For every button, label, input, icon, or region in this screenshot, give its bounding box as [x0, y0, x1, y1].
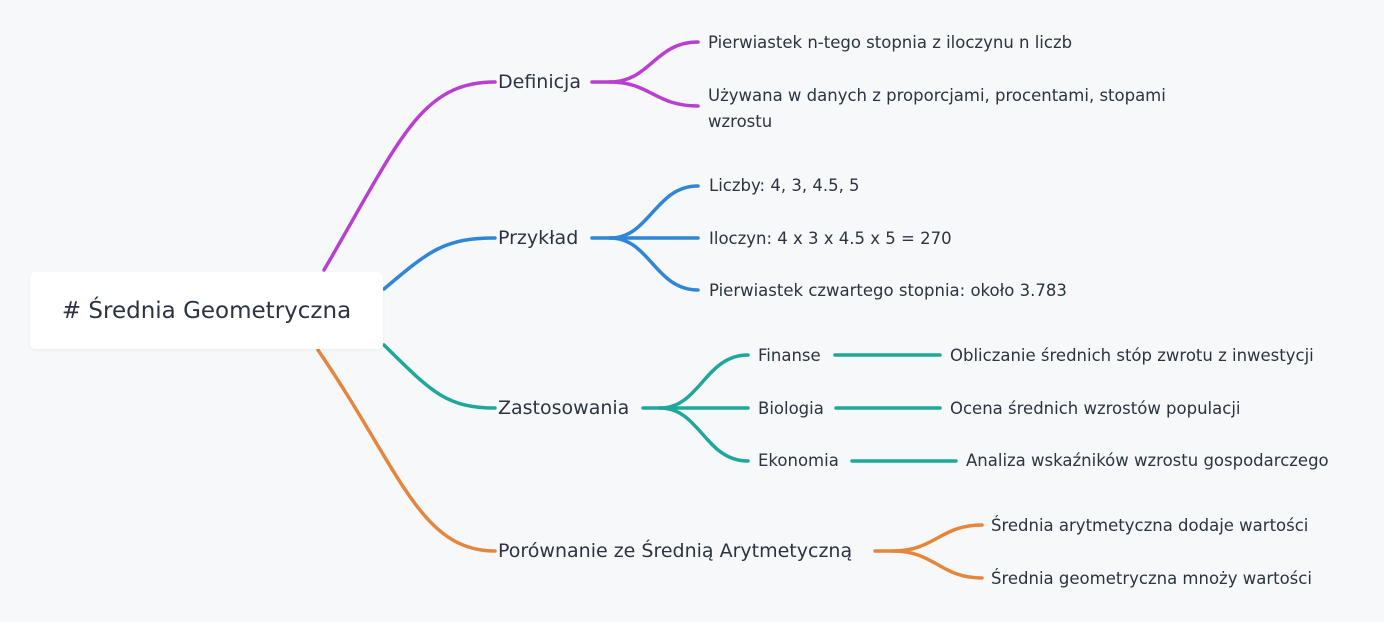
edge-zastosowania-child-3: [658, 406, 750, 463]
edge-przyklad-child-1: [608, 184, 700, 240]
biologia-detail[interactable]: Ocena średnich wzrostów populacji: [950, 399, 1241, 418]
zastosowania-ekonomia[interactable]: Ekonomia: [758, 451, 839, 470]
edge-porownanie-child-2: [891, 549, 984, 580]
edge-root-definicja: [322, 80, 497, 272]
root-label: # Średnia Geometryczna: [61, 297, 352, 324]
definicja-child-2[interactable]: Używana w danych z proporcjami, procenta…: [708, 86, 1166, 131]
branch-zastosowania[interactable]: Zastosowania: [498, 397, 630, 419]
edge-przyklad-child-3: [608, 236, 700, 292]
przyklad-child-1[interactable]: Liczby: 4, 3, 4.5, 5: [709, 176, 860, 195]
zastosowania-biologia[interactable]: Biologia: [758, 399, 824, 418]
przyklad-child-3[interactable]: Pierwiastek czwartego stopnia: około 3.7…: [709, 281, 1067, 300]
ekonomia-detail[interactable]: Analiza wskaźników wzrostu gospodarczego: [966, 451, 1329, 470]
edge-root-przyklad: [382, 236, 497, 291]
branch-przyklad[interactable]: Przykład: [498, 227, 579, 249]
root-node[interactable]: # Średnia Geometryczna: [30, 272, 383, 349]
przyklad-child-2[interactable]: Iloczyn: 4 x 3 x 4.5 x 5 = 270: [709, 229, 952, 248]
porownanie-child-2[interactable]: Średnia geometryczna mnoży wartości: [991, 569, 1312, 588]
edge-root-zastosowania: [382, 343, 497, 410]
edge-definicja-child-1: [608, 40, 700, 84]
finanse-detail[interactable]: Obliczanie średnich stóp zwrotu z inwest…: [950, 346, 1314, 365]
zastosowania-finanse[interactable]: Finanse: [758, 346, 821, 365]
definicja-child-1[interactable]: Pierwiastek n-tego stopnia z iloczynu n …: [708, 33, 1073, 52]
edge-root-porownanie: [316, 348, 497, 553]
porownanie-child-1[interactable]: Średnia arytmetyczna dodaje wartości: [991, 516, 1309, 535]
branch-porownanie[interactable]: Porównanie ze Średnią Arytmetyczną: [498, 540, 853, 562]
edge-zastosowania-child-1: [658, 353, 750, 410]
edge-definicja-child-2: [608, 80, 700, 108]
branch-definicja[interactable]: Definicja: [498, 71, 581, 93]
edge-porownanie-child-1: [891, 523, 984, 553]
